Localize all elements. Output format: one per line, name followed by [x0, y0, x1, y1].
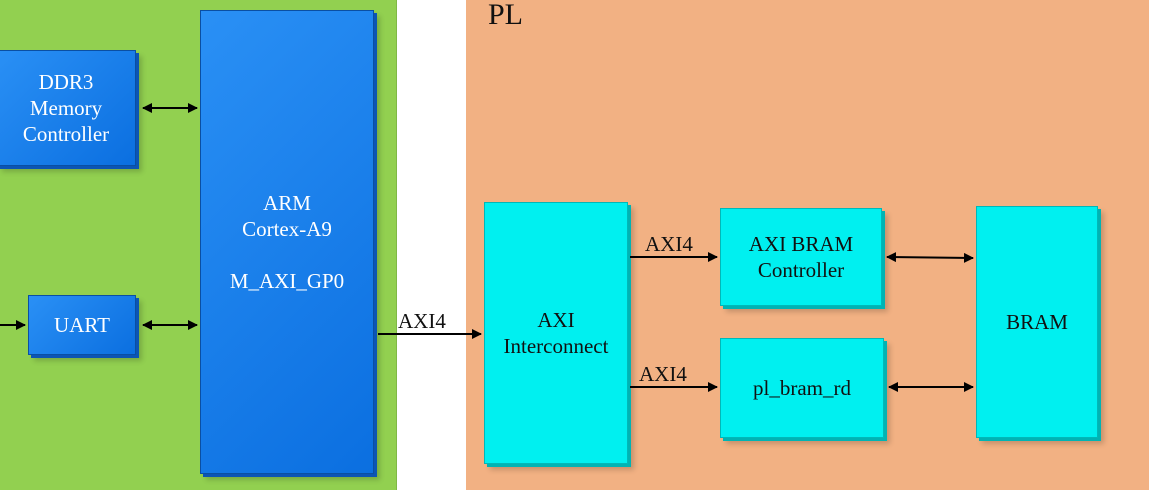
- axi-bram-controller-line2: Controller: [757, 258, 845, 282]
- pl-bram-rd-label: pl_bram_rd: [753, 375, 851, 400]
- uart-block: UART: [28, 295, 136, 355]
- ddr3-label-line1: DDR3: [38, 69, 94, 94]
- axi-interconnect-line2: Interconnect: [503, 334, 609, 358]
- bus-label-interconnect-pl-bram-rd: AXI4: [639, 362, 687, 386]
- bus-label-interconnect-bram-controller: AXI4: [645, 232, 693, 256]
- uart-label: UART: [54, 312, 110, 337]
- ddr3-label-line3: Controller: [22, 122, 110, 147]
- axi-bram-controller-block: AXI BRAM Controller: [720, 208, 882, 306]
- axi-interconnect-block: AXI Interconnect: [484, 202, 628, 464]
- axi-interconnect-line1: AXI: [537, 307, 575, 332]
- arm-cortex-a9-block: ARM Cortex-A9 M_AXI_GP0: [200, 10, 374, 474]
- arm-label-line1: ARM: [263, 190, 311, 215]
- ddr3-memory-controller-block: DDR3 Memory Controller: [0, 50, 136, 166]
- axi-bram-controller-line1: AXI BRAM: [748, 231, 854, 256]
- bram-controller-bram-arrow: [886, 252, 974, 263]
- pl-bram-rd-block: pl_bram_rd: [720, 338, 884, 438]
- arm-port-label: M_AXI_GP0: [229, 269, 345, 294]
- bram-label: BRAM: [1006, 309, 1068, 334]
- ddr3-label-line2: Memory: [29, 95, 103, 120]
- bram-block: BRAM: [976, 206, 1098, 438]
- bus-label-arm-interconnect: AXI4: [398, 309, 446, 333]
- arm-label-line2: Cortex-A9: [242, 216, 332, 241]
- pl-region-label: PL: [488, 0, 524, 31]
